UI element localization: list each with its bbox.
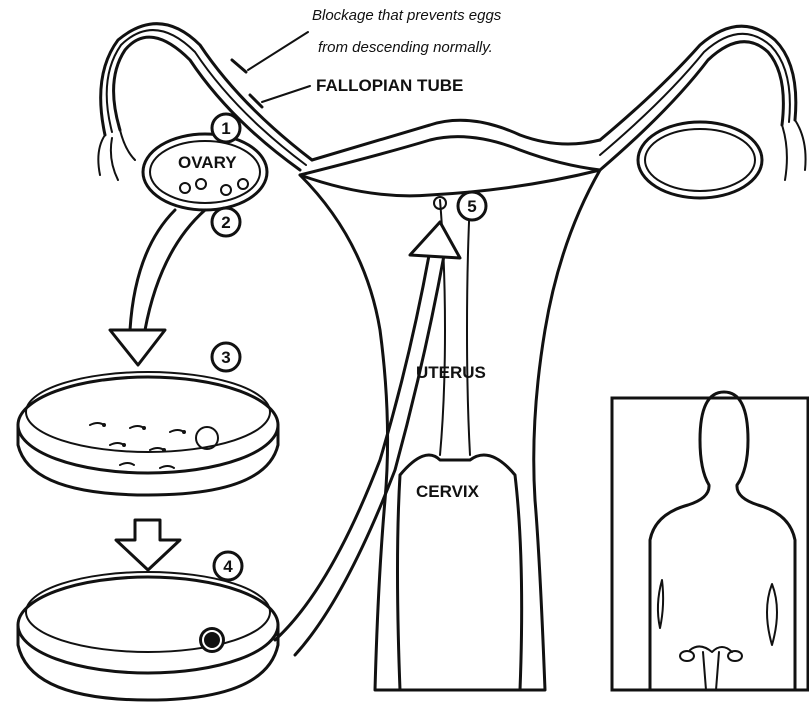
svg-text:4: 4 — [223, 557, 233, 576]
cervix-label: CERVIX — [416, 482, 480, 501]
blockage-label-line1: Blockage that prevents eggs — [312, 7, 502, 24]
blockage-mark — [232, 60, 262, 107]
inset-figure — [612, 392, 808, 690]
step-marker-2: 2 — [212, 208, 240, 236]
uterus-label: UTERUS — [416, 363, 486, 382]
step-marker-1: 1 — [212, 114, 240, 142]
fallopian-tube-label: FALLOPIAN TUBE — [316, 76, 463, 95]
petri-dish-3 — [18, 372, 278, 495]
step-marker-5: 5 — [458, 192, 486, 220]
svg-text:2: 2 — [221, 213, 230, 232]
arrow-dish-to-dish — [116, 520, 180, 570]
blockage-leader-line — [248, 32, 308, 70]
blockage-label-line2: from descending normally. — [318, 39, 493, 56]
petri-dish-4 — [18, 572, 278, 700]
ovary-left — [143, 134, 267, 210]
arrow-ovary-to-dish — [110, 210, 205, 365]
tube-leader-line — [262, 86, 310, 102]
svg-text:5: 5 — [467, 197, 476, 216]
svg-text:3: 3 — [221, 348, 230, 367]
step-marker-4: 4 — [214, 552, 242, 580]
ovary-right — [638, 122, 762, 198]
ovary-label: OVARY — [178, 153, 237, 172]
step-marker-3: 3 — [212, 343, 240, 371]
svg-text:1: 1 — [221, 119, 230, 138]
